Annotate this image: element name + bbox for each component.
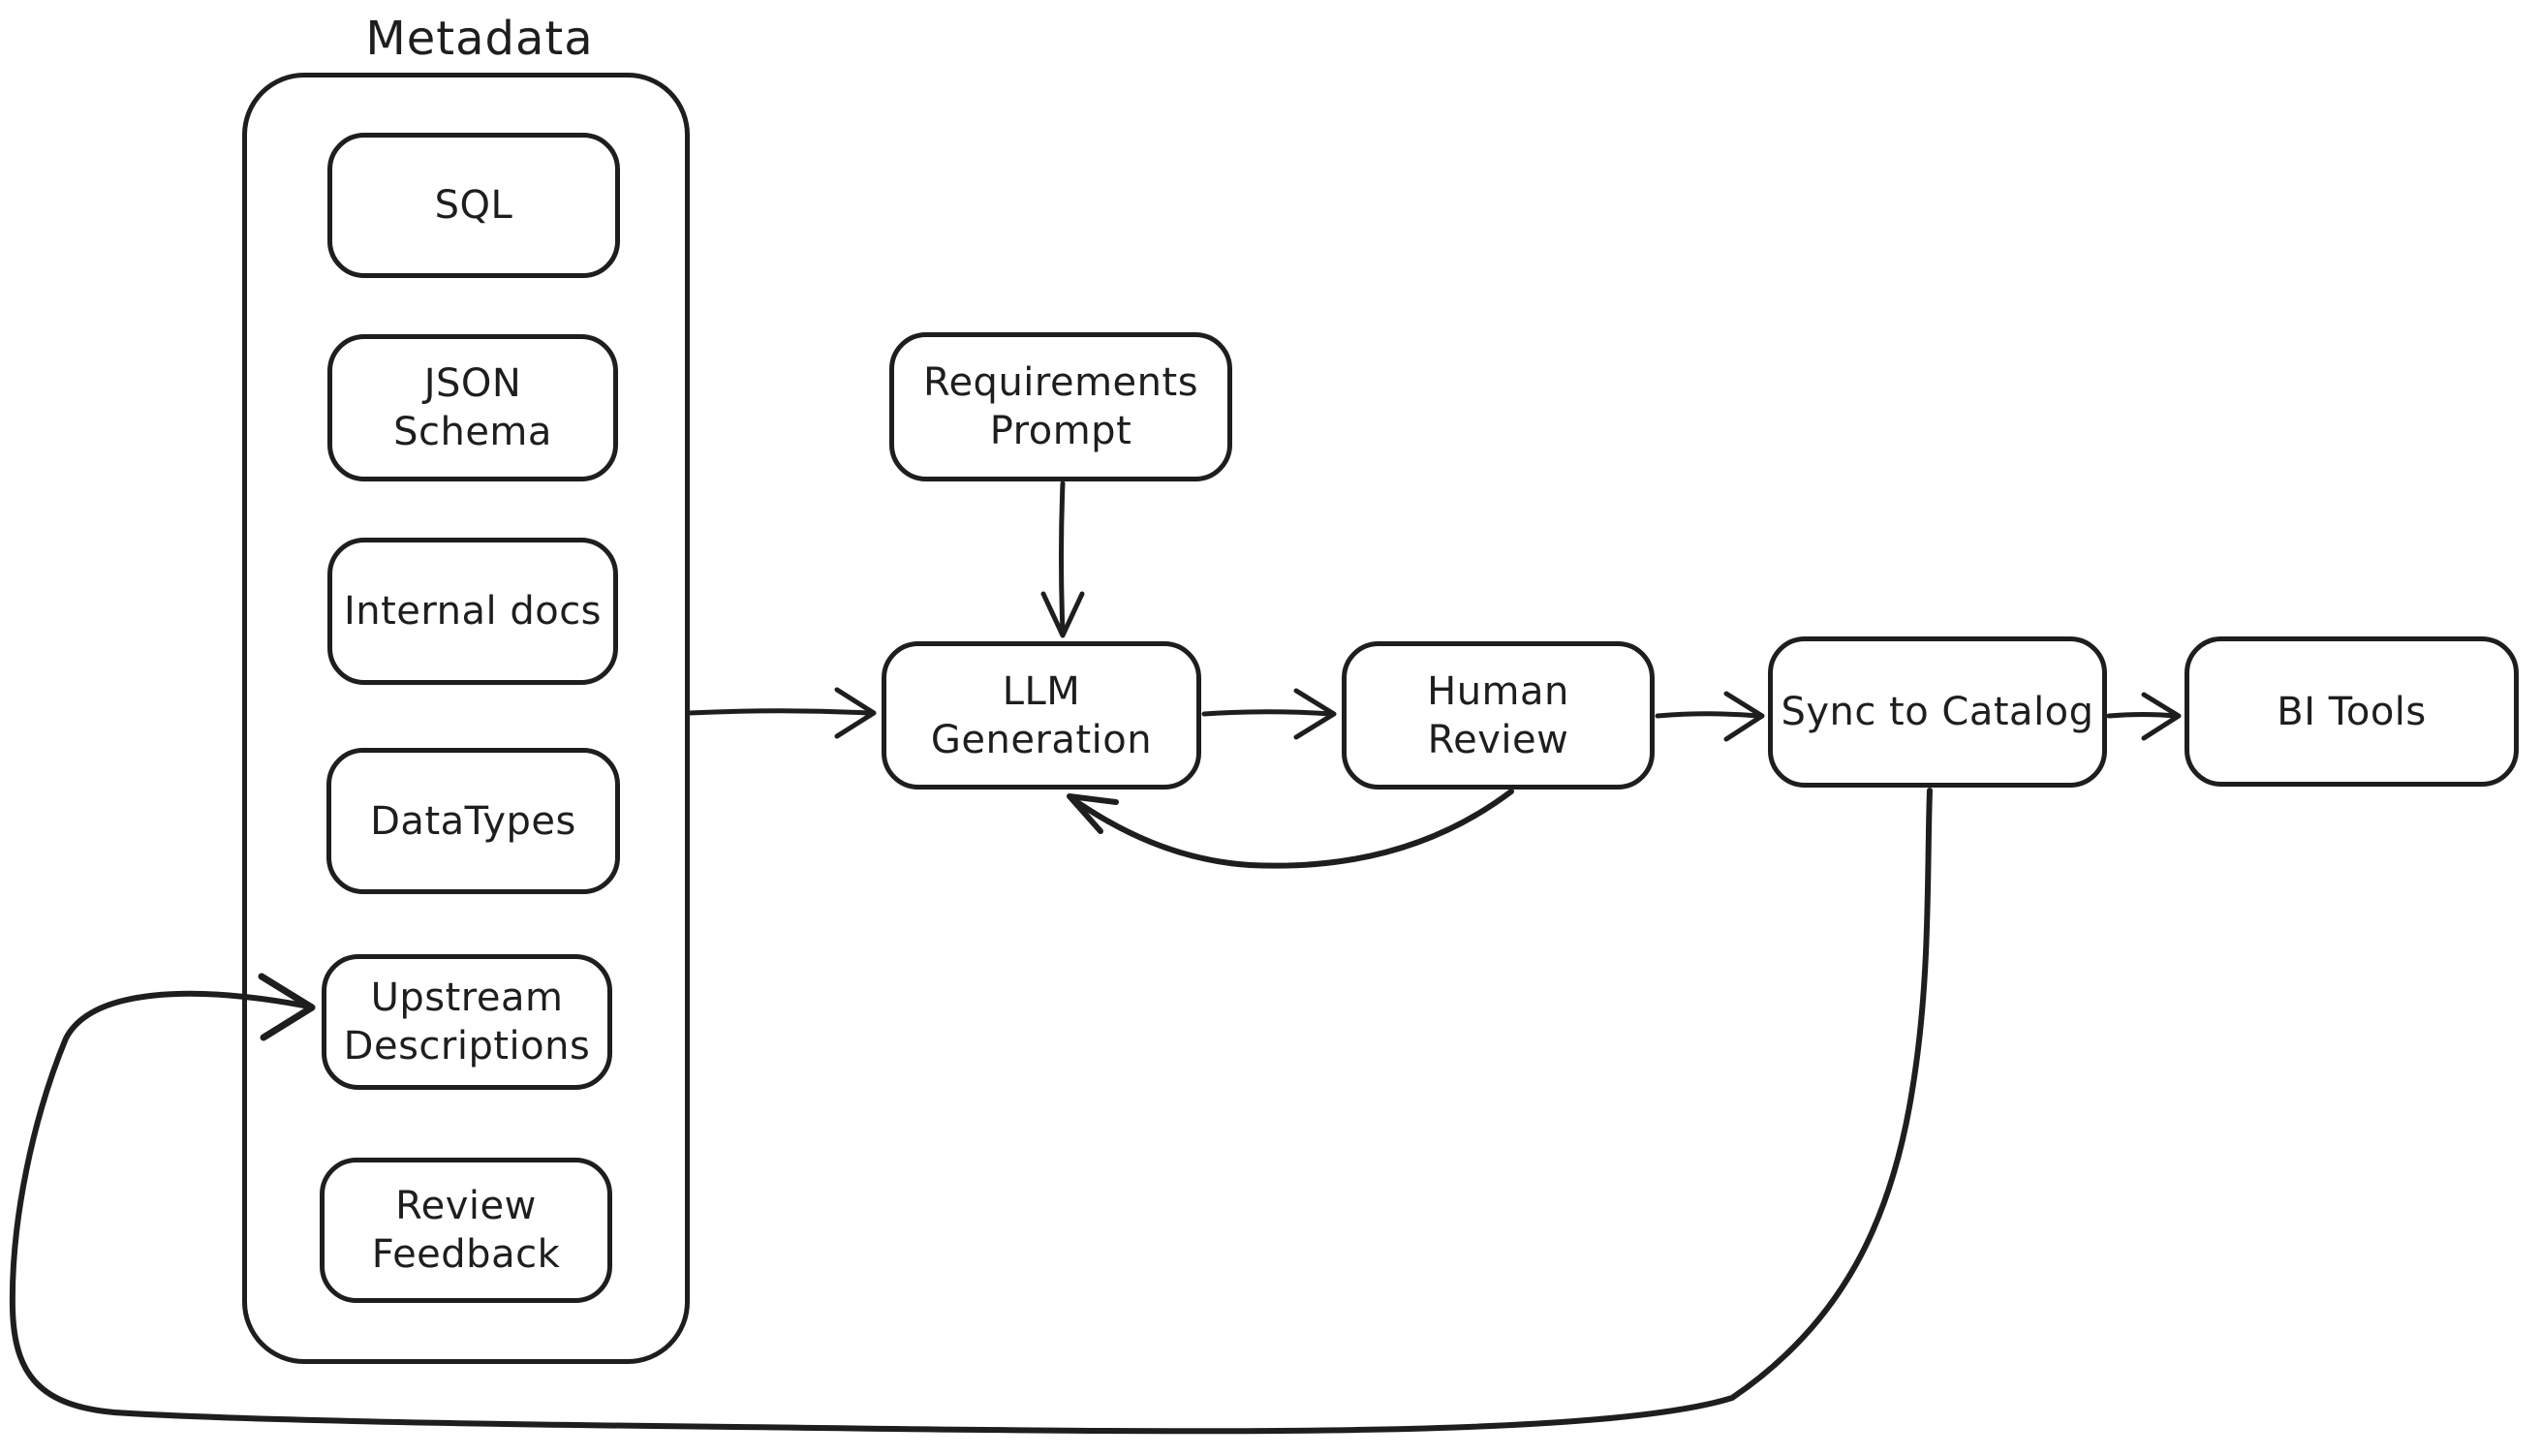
edge-sync-to-bi-arrowhead (2141, 692, 2182, 741)
node-review-feedback: Review Feedback (320, 1158, 612, 1303)
edge-llm-generation-to-human-review (1201, 688, 1337, 740)
edge-human-to-sync-line (1655, 711, 1762, 719)
node-sql: SQL (327, 133, 620, 278)
node-review-feedback-line1: Review (395, 1184, 537, 1228)
node-human-review-label: Human Review (1427, 668, 1569, 762)
node-review-feedback-line2: Feedback (371, 1232, 561, 1277)
node-llm-generation: LLM Generation (882, 641, 1201, 790)
edge-metadata-to-llm-generation (687, 687, 877, 739)
node-requirements-prompt-line1: Requirements (922, 360, 1199, 405)
edge-human-to-sync-arrowhead (1723, 691, 1765, 742)
node-internal-docs: Internal docs (327, 538, 618, 685)
edge-human-to-llm-feedback-arrowhead (1067, 793, 1119, 834)
node-json-schema-label: JSON Schema (393, 361, 552, 454)
node-sql-label: SQL (434, 183, 513, 228)
node-upstream-descriptions: Upstream Descriptions (322, 954, 612, 1090)
node-upstream-descriptions-line1: Upstream (370, 976, 564, 1020)
node-datatypes-label: DataTypes (370, 798, 576, 844)
node-internal-docs-label: Internal docs (343, 589, 603, 634)
node-datatypes: DataTypes (326, 748, 620, 894)
edge-requirements-to-llm-line (1059, 480, 1066, 635)
node-human-review: Human Review (1342, 641, 1655, 790)
edge-sync-to-bi-line (2106, 712, 2179, 719)
edge-human-to-llm-feedback-line (1069, 789, 1514, 869)
node-upstream-descriptions-line2: Descriptions (343, 1024, 591, 1069)
node-requirements-prompt: Requirements Prompt (889, 332, 1232, 481)
metadata-group-label: Metadata (365, 12, 594, 66)
edge-metadata-to-llm-line (687, 708, 873, 716)
edge-llm-to-human-arrowhead (1293, 688, 1337, 740)
edge-human-review-to-llm-generation-feedback (1067, 789, 1514, 869)
node-sync-to-catalog: Sync to Catalog (1768, 636, 2107, 788)
node-bi-tools-label: BI Tools (2277, 689, 2427, 734)
edge-human-review-to-sync-to-catalog (1655, 691, 1765, 742)
edge-sync-to-catalog-to-bi-tools (2106, 692, 2182, 741)
node-bi-tools: BI Tools (2185, 636, 2519, 787)
node-requirements-prompt-line2: Prompt (989, 409, 1132, 453)
edge-requirements-prompt-to-llm-generation (1040, 480, 1085, 638)
edge-llm-to-human-line (1201, 709, 1334, 717)
node-llm-generation-label: LLM Generation (930, 668, 1153, 762)
node-sync-to-catalog-label: Sync to Catalog (1781, 690, 2094, 734)
node-json-schema: JSON Schema (327, 334, 618, 481)
edge-requirements-to-llm-arrowhead (1040, 591, 1085, 638)
edge-metadata-to-llm-arrowhead (834, 687, 877, 739)
